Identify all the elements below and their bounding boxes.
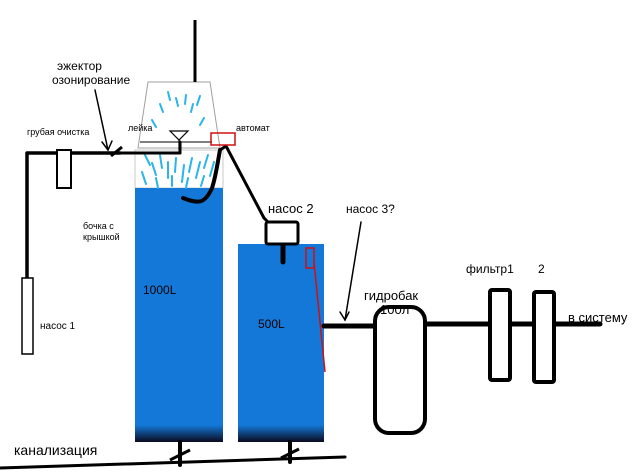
sewer-label: канализация xyxy=(14,442,98,458)
filter-1-label: фильтр1 xyxy=(466,262,514,276)
hydrotank-label: гидробак xyxy=(364,288,419,303)
barrel-lid-label: крышкой xyxy=(83,232,120,242)
automat-box xyxy=(210,132,236,146)
hydrotank-volume-label: 100л xyxy=(380,302,410,317)
ozonation-label: озонирование xyxy=(52,73,131,87)
watering-can-label: лейка xyxy=(128,123,153,133)
coarse-filter-housing xyxy=(56,149,72,189)
to-system-label: в систему xyxy=(568,310,628,325)
coarse-filter-label: грубая очистка xyxy=(27,127,90,137)
barrel-label: бочка с xyxy=(83,221,114,231)
float-switch xyxy=(305,247,326,373)
tank-500l-water xyxy=(238,244,324,442)
pump-1-label: насос 1 xyxy=(40,321,76,332)
filter-2-label: 2 xyxy=(538,262,545,276)
annotation-arrows xyxy=(94,89,362,322)
tank-500l-label: 500L xyxy=(258,317,285,331)
sewer-pipe xyxy=(0,455,347,470)
tank-1000l-label: 1000L xyxy=(143,283,177,297)
automat-label: автомат xyxy=(236,123,270,133)
ejector-label: эжектор xyxy=(57,59,102,73)
spray-pattern xyxy=(141,91,215,189)
tank-1000l-water xyxy=(135,188,223,440)
pump-3-label: насос 3? xyxy=(346,202,395,216)
drain-valve-500l xyxy=(280,447,300,460)
overflow-pipe xyxy=(181,148,222,204)
hydrotank-body xyxy=(373,305,427,435)
drain-valve-1000l xyxy=(169,448,191,462)
pump-2-body xyxy=(264,220,300,246)
filter-1-body xyxy=(488,288,512,382)
tank-500l xyxy=(238,244,324,442)
filter-2-body xyxy=(532,290,556,384)
pump-1-body xyxy=(21,277,34,355)
pump-2-label: насос 2 xyxy=(268,201,314,216)
ejector-valve xyxy=(110,145,123,158)
